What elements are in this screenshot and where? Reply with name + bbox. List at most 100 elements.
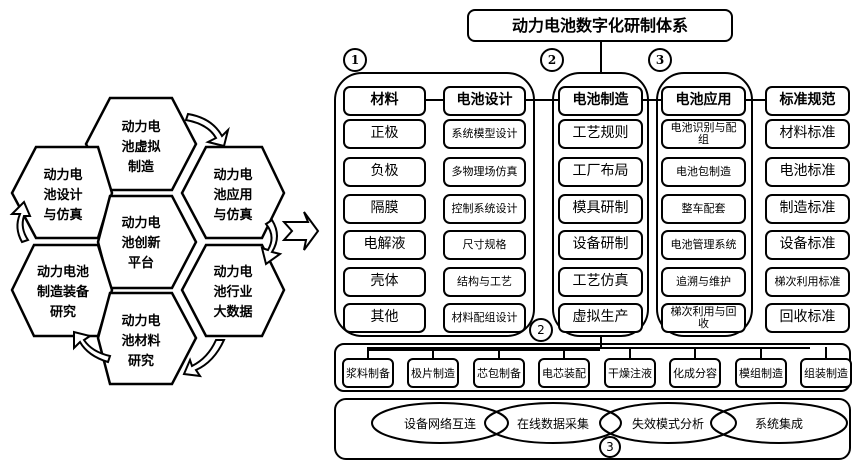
step-connector — [498, 347, 500, 359]
hexagon-label-bottom-right: 动力电 池行业 大数据 — [213, 265, 253, 320]
group-materials-design — [334, 72, 535, 337]
column-item: 设备标准 — [765, 230, 850, 260]
marker-2-lower: 2 — [529, 318, 553, 342]
hexagon-label-bottom-left: 动力电池 制造装备 研究 — [36, 265, 89, 320]
manufacturing-step: 模组制造 — [735, 358, 787, 388]
capability-label: 失效模式分析 — [631, 417, 704, 431]
column-item: 设备研制 — [558, 230, 643, 260]
column-item: 梯次利用标准 — [765, 267, 850, 297]
hexagon-bottom-right — [180, 243, 286, 338]
column-item: 壳体 — [343, 267, 426, 297]
hexagon-label-bottom: 动力电 池材料 研究 — [121, 314, 161, 369]
column-header: 材料 — [343, 86, 426, 116]
column-item: 回收标准 — [765, 303, 850, 333]
manufacturing-step: 干燥注液 — [604, 358, 656, 388]
hexagon-label-top: 动力电 池虚拟 制造 — [121, 120, 161, 175]
column-item: 电池管理系统 — [661, 230, 746, 260]
step-line: 组装 — [804, 366, 826, 380]
column-item: 电池包制造 — [661, 157, 746, 187]
column-header: 标准规范 — [765, 86, 850, 116]
cycle-arrow-icon — [184, 112, 230, 148]
step-connector — [432, 347, 434, 359]
ellipse-data-collection — [484, 402, 622, 444]
step-line: 浆料 — [346, 366, 368, 380]
step-line: 电芯 — [542, 366, 564, 380]
column-item: 结构与工艺 — [443, 267, 526, 297]
group-application — [656, 72, 753, 337]
column-item: 电池识别与配组 — [661, 119, 746, 149]
hexagon-label-top-right: 动力电 池应用 与仿真 — [213, 168, 253, 223]
marker-3-lower: 3 — [599, 436, 621, 458]
column-item: 负极 — [343, 157, 426, 187]
column-item: 电解液 — [343, 230, 426, 260]
group-manufacturing — [552, 72, 649, 337]
steps-riser — [600, 337, 602, 349]
column-item: 正极 — [343, 119, 426, 149]
column-item: 其他 — [343, 303, 426, 333]
title-connector — [600, 42, 602, 74]
column-item: 工厂布局 — [558, 157, 643, 187]
step-connector — [760, 347, 762, 359]
step-line: 制造 — [826, 366, 848, 380]
column-item: 控制系统设计 — [443, 194, 526, 224]
step-connector — [629, 347, 631, 359]
column-item: 虚拟生产 — [558, 303, 643, 333]
column-item: 模具研制 — [558, 194, 643, 224]
column-item: 梯次利用与回收 — [661, 303, 746, 333]
capability-label: 在线数据采集 — [516, 417, 589, 431]
step-line: 制造 — [761, 366, 783, 380]
step-line: 制备 — [368, 366, 390, 380]
step-connector — [694, 347, 696, 359]
step-line: 化成 — [673, 366, 695, 380]
column-item: 工艺规则 — [558, 119, 643, 149]
manufacturing-step: 电芯装配 — [538, 358, 590, 388]
ellipse-failure-analysis — [599, 402, 737, 444]
step-line: 干燥 — [608, 366, 630, 380]
hexagon-label-center: 动力电 池创新 平台 — [121, 216, 161, 271]
step-connector — [367, 347, 369, 359]
manufacturing-step: 组装制造 — [800, 358, 852, 388]
step-line: 模组 — [739, 366, 761, 380]
column-item: 材料标准 — [765, 119, 850, 149]
manufacturing-step: 浆料制备 — [342, 358, 394, 388]
column-item: 工艺仿真 — [558, 267, 643, 297]
digital-capabilities-panel — [334, 398, 851, 460]
hexagon-bottom — [96, 291, 198, 386]
steps-bus-line-2 — [368, 349, 600, 351]
cycle-arrow-icon — [182, 339, 226, 378]
ellipse-network — [371, 402, 509, 444]
diagram-title: 动力电池数字化研制体系 — [467, 9, 733, 42]
manufacturing-step: 芯包制备 — [473, 358, 525, 388]
capability-ellipses — [371, 402, 848, 444]
ellipse-system-integration — [710, 402, 848, 444]
column-item: 追溯与维护 — [661, 267, 746, 297]
step-line: 注液 — [630, 366, 652, 380]
hexagon-center — [96, 194, 198, 290]
capability-label: 设备网络互连 — [403, 417, 476, 431]
step-line: 制备 — [499, 366, 521, 380]
step-connector — [563, 347, 565, 359]
cycle-arrow-icon — [260, 218, 283, 266]
step-connector — [825, 347, 827, 359]
column-item: 系统模型设计 — [443, 119, 526, 149]
step-line: 芯包 — [477, 366, 499, 380]
column-item: 多物理场仿真 — [443, 157, 526, 187]
hexagon-top — [84, 96, 198, 192]
step-line: 装配 — [564, 366, 586, 380]
manufacturing-step: 极片制造 — [407, 358, 459, 388]
manufacturing-step: 化成分容 — [669, 358, 721, 388]
column-header: 电池应用 — [661, 86, 746, 116]
column-header: 电池设计 — [443, 86, 526, 116]
column-item: 制造标准 — [765, 194, 850, 224]
cycle-arrow-icon — [73, 330, 112, 364]
column-item: 材料配组设计 — [443, 303, 526, 333]
steps-bus-line — [368, 347, 810, 349]
hexagon-label-top-left: 动力电 池设计 与仿真 — [43, 168, 83, 223]
column-item: 隔膜 — [343, 194, 426, 224]
column-header: 电池制造 — [558, 86, 643, 116]
arrow-right-icon — [281, 211, 320, 251]
hexagon-top-right — [180, 145, 286, 240]
column-item: 整车配套 — [661, 194, 746, 224]
step-line: 极片 — [411, 366, 433, 380]
hexagon-cluster — [9, 96, 320, 386]
